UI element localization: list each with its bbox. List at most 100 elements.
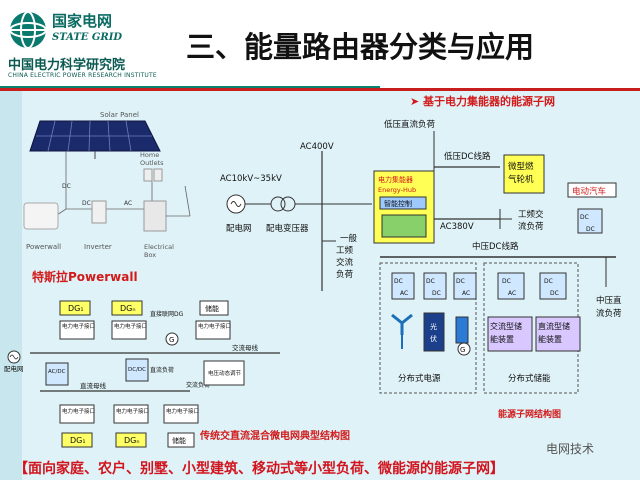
header-divider-teal — [0, 86, 380, 88]
acdc-converter-1 — [45, 362, 69, 386]
watermark: 电网技术 — [546, 442, 595, 456]
institute-cn: 中国电力科学研究院 — [8, 58, 126, 73]
microgrid-diagram: DG₁ DGₙ 储能 电力电子接口 电力电子接口 电力电子接口 直接联网DG G… — [4, 300, 350, 448]
grid-label: 配电网 — [4, 364, 24, 373]
header-divider-red — [0, 88, 640, 91]
svg-text:DC: DC — [502, 278, 511, 285]
storage-label-top: 储能 — [205, 304, 219, 313]
general-ac-load: 一般工频交流负荷 — [336, 233, 358, 280]
storage-box-top — [199, 300, 229, 316]
dg1-label: DG₁ — [68, 304, 84, 313]
institute-en: CHINA ELECTRIC POWER RESEARCH INSTITUTE — [8, 72, 157, 79]
ac-storage-box — [487, 316, 533, 352]
transformer-label: 配电变压器 — [266, 223, 309, 234]
voltage-regulator-box — [203, 360, 245, 386]
svg-text:DC: DC — [432, 290, 441, 297]
battery-icon — [455, 316, 469, 344]
dc-bus-label: 直流母线 — [80, 381, 107, 390]
er-grid-label: 配电网 — [226, 223, 252, 234]
inverter-label: Inverter — [84, 243, 112, 251]
ev-box — [567, 182, 617, 198]
hub-ctrl: 智能控制 — [384, 199, 412, 208]
diagram-canvas: Solar Panel DC DC AC Powerwall Inverter … — [4, 94, 622, 448]
svg-text:DC: DC — [426, 278, 435, 285]
ev-dcdc — [577, 208, 603, 234]
direct-dg-label: 直接联网DG — [150, 310, 184, 318]
dc-storage-box — [535, 316, 581, 352]
electrical-box-icon — [143, 200, 167, 232]
dc-label-1: DC — [62, 183, 71, 190]
svg-text:DC: DC — [586, 226, 595, 233]
ac-bus-label: 交流母线 — [232, 343, 259, 352]
inverter-icon — [91, 200, 107, 224]
energy-router-diagram: ➤ 基于电力集能器的能源子网 低压直流负荷 低压DC线路 AC400V AC10… — [220, 94, 622, 420]
tesla-diagram: Solar Panel DC DC AC Powerwall Inverter … — [23, 111, 191, 284]
voltage-reg-label: 电压动态调节 — [208, 369, 242, 377]
powerwall-icon — [23, 202, 59, 230]
generator-icon — [165, 332, 179, 346]
ev-label: 电动汽车 — [572, 186, 606, 197]
svg-text:DC: DC — [544, 278, 553, 285]
left-stripe — [0, 91, 22, 480]
iface-3: 电力电子接口 — [198, 322, 231, 330]
pv-label: 光伏 — [430, 322, 437, 343]
svg-text:AC: AC — [508, 290, 516, 297]
logo-en: STATE GRID — [52, 32, 123, 43]
svg-text:AC: AC — [462, 290, 470, 297]
dgn-label: DGₙ — [120, 304, 136, 313]
ac-storage-label: 交流型储能装置 — [490, 321, 522, 344]
solar-panel-label: Solar Panel — [100, 111, 139, 119]
svg-text:DC: DC — [394, 278, 403, 285]
dist-storage-label: 分布式储能 — [508, 373, 551, 384]
iface-1: 电力电子接口 — [62, 322, 95, 330]
micro-turbine-box — [503, 154, 545, 194]
er-caption: 能源子网结构图 — [498, 408, 561, 420]
wind-turbine-icon — [391, 313, 413, 349]
ac10-35-label: AC10kV~35kV — [220, 174, 282, 184]
lv-dc-line: 低压DC线路 — [444, 151, 491, 162]
er-heading: ➤ 基于电力集能器的能源子网 — [410, 94, 555, 108]
generator-g: G — [169, 336, 174, 344]
hub-core-icon — [381, 214, 427, 238]
svg-text:DC: DC — [456, 278, 465, 285]
hub-en: Energy-Hub — [378, 186, 416, 194]
logo-cn: 国家电网 — [52, 12, 113, 30]
powerwall-label: Powerwall — [26, 243, 61, 251]
svg-text:DC: DC — [550, 290, 559, 297]
footer-banner: 【面向家庭、农户、别墅、小型建筑、移动式等小型负荷、微能源的能源子网】 — [14, 461, 504, 477]
dg1-box — [59, 300, 91, 316]
iface-5: 电力电子接口 — [116, 407, 149, 415]
iface-4: 电力电子接口 — [62, 407, 95, 415]
storage-label-bottom: 储能 — [172, 436, 186, 445]
pv-panel-icon — [423, 312, 445, 352]
micro-turbine: 微型燃气轮机 — [508, 161, 534, 185]
ac380-label: AC380V — [440, 222, 474, 232]
page-title: 三、能量路由器分类与应用 — [186, 30, 535, 64]
iface-6: 电力电子接口 — [166, 407, 199, 415]
header — [0, 0, 640, 92]
solar-panel-icon — [29, 120, 161, 159]
svg-text:AC: AC — [400, 290, 408, 297]
svg-text:DC/DC: DC/DC — [128, 367, 146, 373]
svg-text:DC: DC — [580, 214, 589, 221]
lv-dc-load: 低压直流负荷 — [384, 119, 436, 130]
home-outlets-icon — [143, 168, 163, 182]
hub-title: 电力集能器 — [378, 175, 413, 184]
mv-dc-load: 中压直流负荷 — [596, 295, 622, 319]
iface-2: 电力电子接口 — [114, 322, 147, 330]
dist-gen-group — [379, 262, 477, 394]
dg1b-label: DG₁ — [70, 436, 86, 445]
mv-dc-line: 中压DC线路 — [472, 241, 519, 252]
svg-text:G: G — [460, 346, 465, 354]
svg-text:AC/DC: AC/DC — [48, 369, 66, 375]
dc-label-2: DC — [82, 200, 91, 207]
state-grid-logo-icon — [9, 11, 47, 49]
tesla-caption: 特斯拉Powerwall — [32, 269, 138, 284]
dgn-box — [111, 300, 143, 316]
ac-label: AC — [124, 200, 132, 207]
dgnb-label: DGₙ — [124, 436, 140, 445]
dcdc-converter-1 — [125, 358, 149, 382]
ac400-label: AC400V — [300, 142, 334, 152]
